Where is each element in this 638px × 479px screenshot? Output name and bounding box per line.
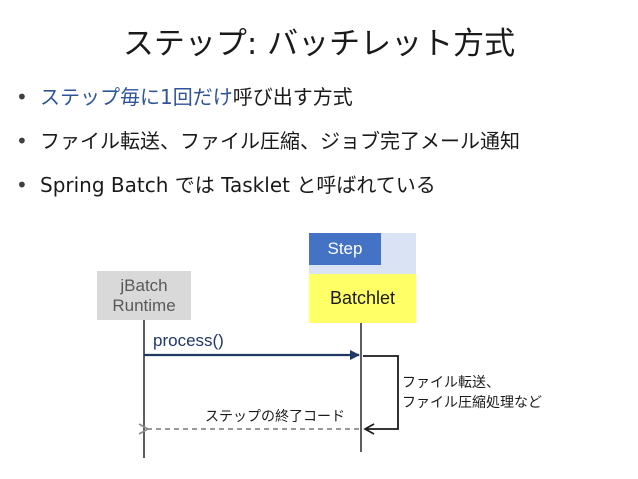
batchlet-note: ファイル転送、 ファイル圧縮処理など bbox=[402, 372, 542, 412]
bullet-marker: • bbox=[16, 129, 28, 153]
step-label: Step bbox=[309, 233, 381, 265]
batchlet-box: Batchlet bbox=[309, 274, 416, 323]
slide-title: ステップ: バッチレット方式 bbox=[122, 26, 516, 62]
self-call-arrow bbox=[363, 355, 399, 435]
bullet-marker: • bbox=[16, 173, 28, 197]
bullet-item-1: • ステップ毎に1回だけ呼び出す方式 bbox=[16, 82, 520, 126]
bullet-marker: • bbox=[16, 85, 28, 109]
process-call-label: process() bbox=[153, 331, 224, 350]
bullet-1-accent-text: ステップ毎に1回だけ bbox=[40, 85, 233, 109]
bullet-list: • ステップ毎に1回だけ呼び出す方式 • ファイル転送、ファイル圧縮、ジョブ完了… bbox=[16, 82, 520, 214]
bullet-item-2: • ファイル転送、ファイル圧縮、ジョブ完了メール通知 bbox=[16, 126, 520, 170]
jbatch-runtime-box: jBatch Runtime bbox=[97, 271, 191, 320]
runtime-label-line1: jBatch bbox=[120, 275, 168, 295]
return-label: ステップの終了コード bbox=[205, 408, 345, 424]
note-line1: ファイル転送、 bbox=[402, 374, 500, 390]
bullet-3-text: Spring Batch では Tasklet と呼ばれている bbox=[40, 173, 436, 197]
note-line2: ファイル圧縮処理など bbox=[402, 394, 542, 410]
bullet-2-text: ファイル転送、ファイル圧縮、ジョブ完了メール通知 bbox=[40, 129, 520, 153]
bullet-1-text: 呼び出す方式 bbox=[232, 85, 353, 109]
bullet-item-3: • Spring Batch では Tasklet と呼ばれている bbox=[16, 170, 520, 214]
runtime-label-line2: Runtime bbox=[112, 295, 176, 315]
